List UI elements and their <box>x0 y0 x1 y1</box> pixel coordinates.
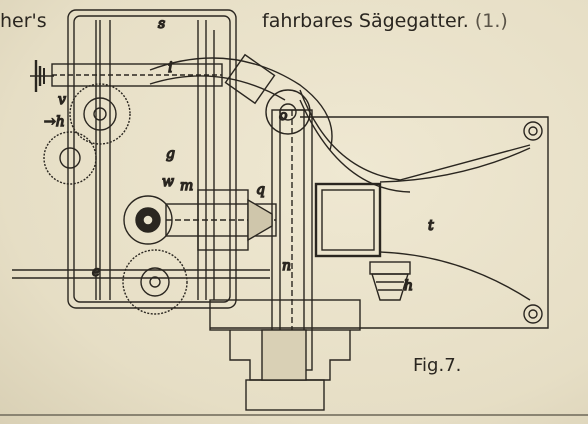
bottom-rule <box>0 414 588 416</box>
curved-arm-to-t <box>299 89 531 181</box>
caption-title: fahrbares Sägegatter. (1.) <box>262 10 508 32</box>
label-o: o <box>279 108 287 124</box>
label-i: i <box>168 60 172 76</box>
label-h-right: h <box>404 278 413 294</box>
label-q: q <box>256 182 265 198</box>
label-n: n <box>282 258 291 274</box>
frame-assembly <box>67 9 237 309</box>
rod-e <box>12 269 270 279</box>
label-s: s <box>158 16 165 32</box>
label-w: w <box>162 174 174 190</box>
drive-shaft <box>165 189 277 251</box>
gear-lower <box>122 249 188 315</box>
label-g: g <box>166 146 175 162</box>
base-housing <box>209 299 361 411</box>
label-v: v <box>58 92 66 108</box>
right-carriage-frame <box>210 116 549 329</box>
gear-center <box>123 195 173 245</box>
label-m: m <box>180 178 193 194</box>
lever-arm <box>149 57 333 151</box>
caption-left-fragment: her's <box>0 10 47 32</box>
caption-title-number: (1.) <box>474 10 508 32</box>
square-tube <box>314 182 382 258</box>
bevel-gear-h <box>369 261 411 301</box>
caption-title-text: fahrbares Sägegatter. <box>262 10 469 32</box>
gear-v <box>69 83 131 145</box>
label-t: t <box>428 218 434 234</box>
gear-lower-left <box>43 131 97 185</box>
label-e: e <box>92 264 100 280</box>
label-h-left: →h <box>44 114 65 130</box>
figure-label: Fig.7. <box>413 355 462 376</box>
pulley-o <box>265 89 311 135</box>
handwheel <box>30 60 54 92</box>
